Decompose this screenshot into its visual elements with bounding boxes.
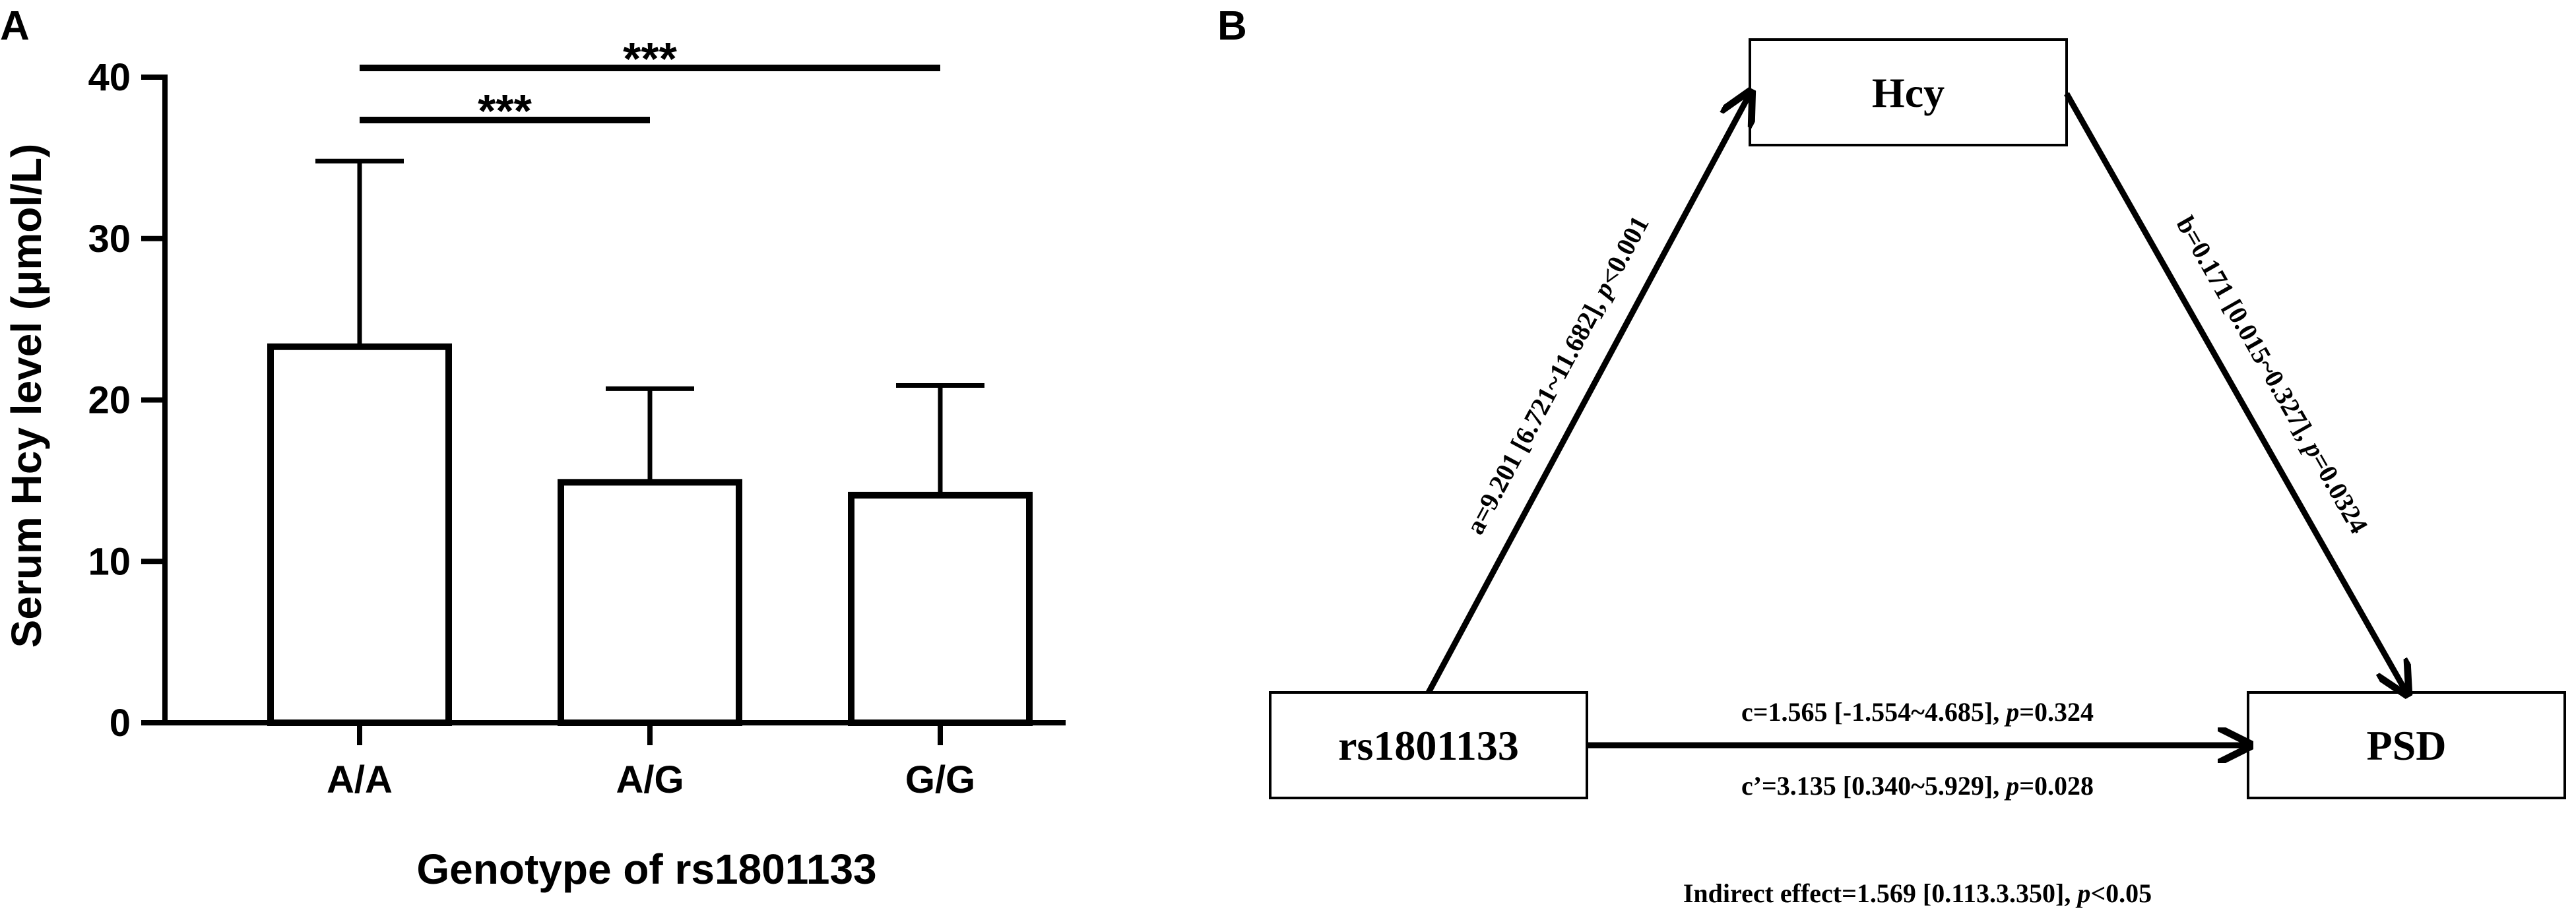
path-a-label: a=9.201 [6.721~11.682], p<0.001 [1460, 211, 1654, 539]
path-b-arrow [2064, 92, 2406, 692]
x-tick-label: G/G [905, 758, 975, 801]
indirect-effect-label: Indirect effect=1.569 [0.113.3.350], p<0… [1683, 878, 2152, 908]
significance-label: *** [623, 33, 677, 84]
y-tick-label: 0 [110, 702, 131, 745]
x-axis-ticks: A/A A/G G/G [327, 723, 975, 801]
x-axis-label: Genotype of rs1801133 [416, 845, 876, 893]
y-tick-label: 20 [88, 379, 131, 422]
path-b-label: b=0.171 [0.015~0.327], p=0.0324 [2171, 211, 2374, 538]
path-c-prime-label: c’=3.135 [0.340~5.929], p=0.028 [1741, 771, 2094, 801]
significance-brackets: *** *** [360, 33, 940, 137]
significance-label: *** [478, 85, 532, 137]
rs1801133-node-label: rs1801133 [1338, 722, 1519, 769]
y-tick-label: 40 [88, 56, 131, 99]
panel-a-label: A [0, 3, 30, 49]
bar-g-g [848, 491, 1033, 727]
y-tick-label: 10 [88, 540, 131, 583]
hcy-node-box [1749, 38, 2068, 146]
panel-b-mediation-diagram: B Hcy rs1801133 PSD a=9.201 [6.721~11.68… [1217, 3, 2566, 908]
hcy-node-label: Hcy [1872, 69, 1945, 116]
bar-a-a [267, 343, 452, 726]
bars [267, 158, 1033, 727]
panel-a-bar-chart: A Serum Hcy level (μmol/L) 0 10 20 30 40 A/A… [0, 3, 1066, 893]
y-tick-label: 30 [88, 218, 131, 260]
y-axis-label: Serum Hcy level (μmol/L) [3, 144, 50, 648]
psd-node-label: PSD [2367, 722, 2447, 769]
path-a-arrow [1426, 94, 1750, 694]
x-tick-label: A/G [616, 758, 684, 801]
path-c-label: c=1.565 [-1.554~4.685], p=0.324 [1741, 697, 2094, 727]
bar-a-g [558, 479, 742, 726]
y-axis-ticks: 0 10 20 30 40 [88, 56, 165, 745]
x-tick-label: A/A [327, 758, 393, 801]
panel-b-label: B [1217, 3, 1247, 49]
